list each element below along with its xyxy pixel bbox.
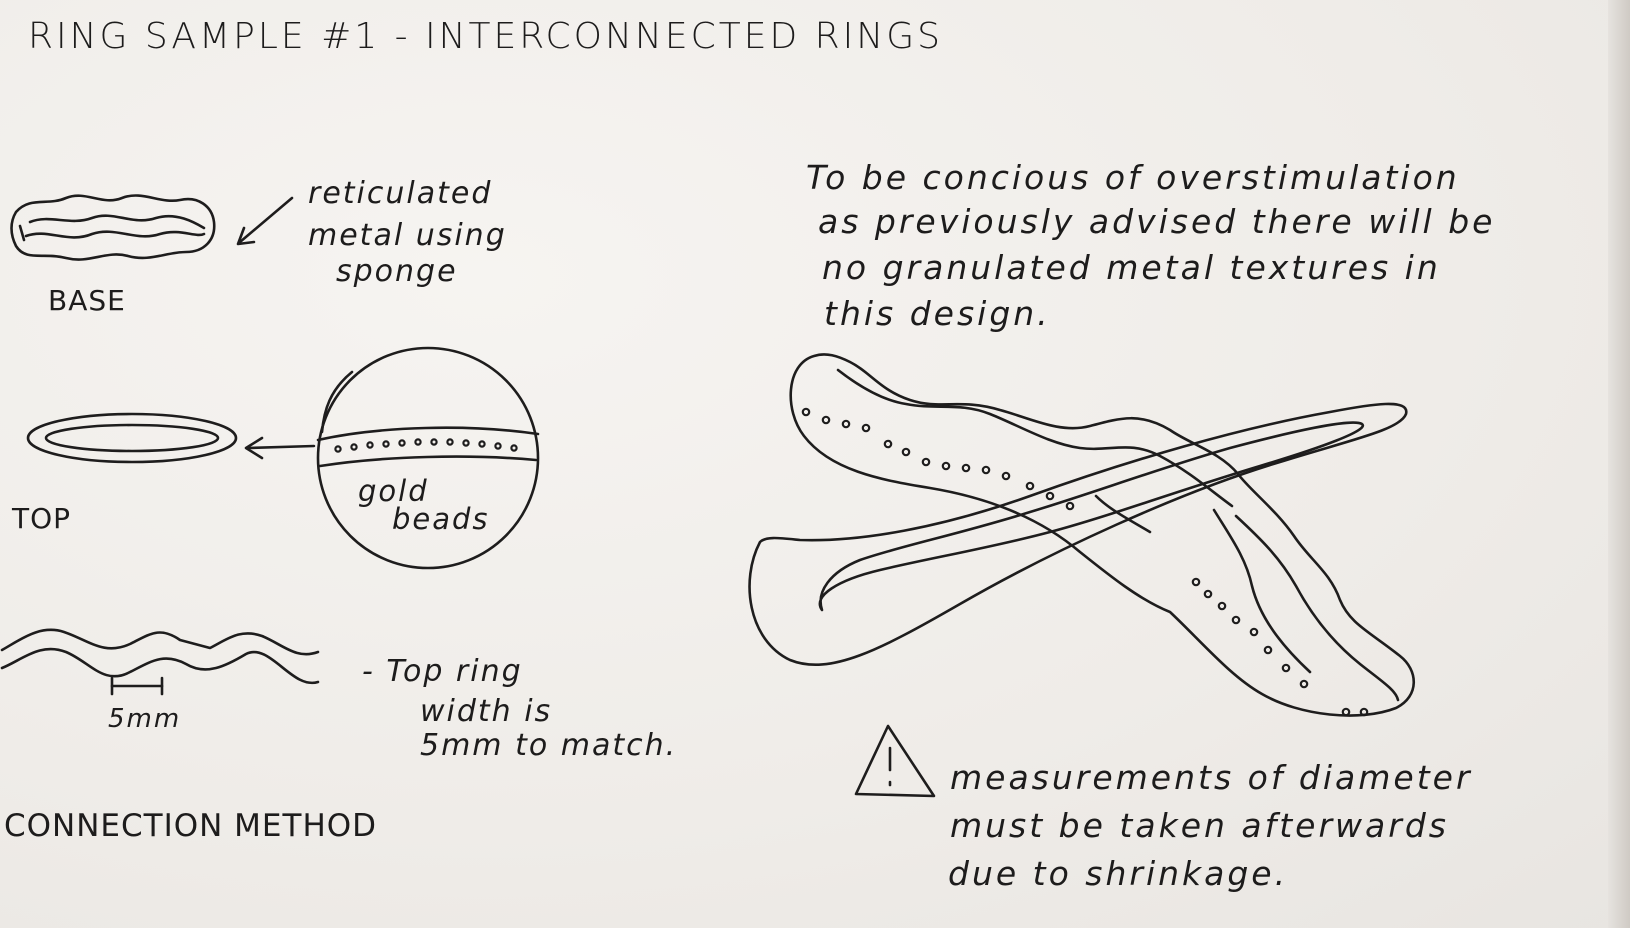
connection-method-label: CONNECTION METHOD: [4, 808, 378, 844]
base-ring-drawing: [10, 194, 216, 261]
base-annotation-line-3: sponge: [336, 254, 458, 289]
design-note-line-1: To be concious of overstimulation: [806, 158, 1460, 197]
bead-label-line-2: beads: [392, 502, 490, 536]
warning-line-2: must be taken afterwards: [950, 806, 1449, 845]
warning-line-1: measurements of diameter: [950, 758, 1473, 797]
gold-bead-sphere-drawing: [316, 346, 540, 570]
interconnected-rings-drawing: [748, 353, 1415, 717]
page-title: RING SAMPLE #1 - INTERCONNECTED RINGS: [28, 16, 943, 57]
bead-label-line-1: gold: [358, 474, 429, 508]
base-pointer-arrow: [236, 196, 294, 246]
top-pointer-arrow: [244, 436, 316, 460]
design-note-line-3: no granulated metal textures in: [822, 248, 1441, 287]
connection-profile-drawing: [0, 628, 320, 696]
top-ring-drawing: [26, 412, 238, 464]
design-note-line-2: as previously advised there will be: [818, 202, 1496, 241]
top-label: TOP: [12, 502, 72, 535]
warning-line-3: due to shrinkage.: [948, 854, 1289, 893]
warning-triangle-icon: [854, 724, 936, 798]
base-label: BASE: [48, 284, 126, 317]
page-edge: [1608, 0, 1630, 928]
design-note-line-4: this design.: [824, 294, 1051, 333]
connection-note-line-1: - Top ring: [362, 654, 523, 689]
connection-note-line-2: width is: [420, 694, 553, 729]
base-annotation-line-1: reticulated: [308, 176, 493, 211]
base-annotation-line-2: metal using: [308, 218, 507, 253]
dimension-label: 5mm: [108, 704, 182, 734]
connection-note-line-3: 5mm to match.: [420, 728, 678, 763]
